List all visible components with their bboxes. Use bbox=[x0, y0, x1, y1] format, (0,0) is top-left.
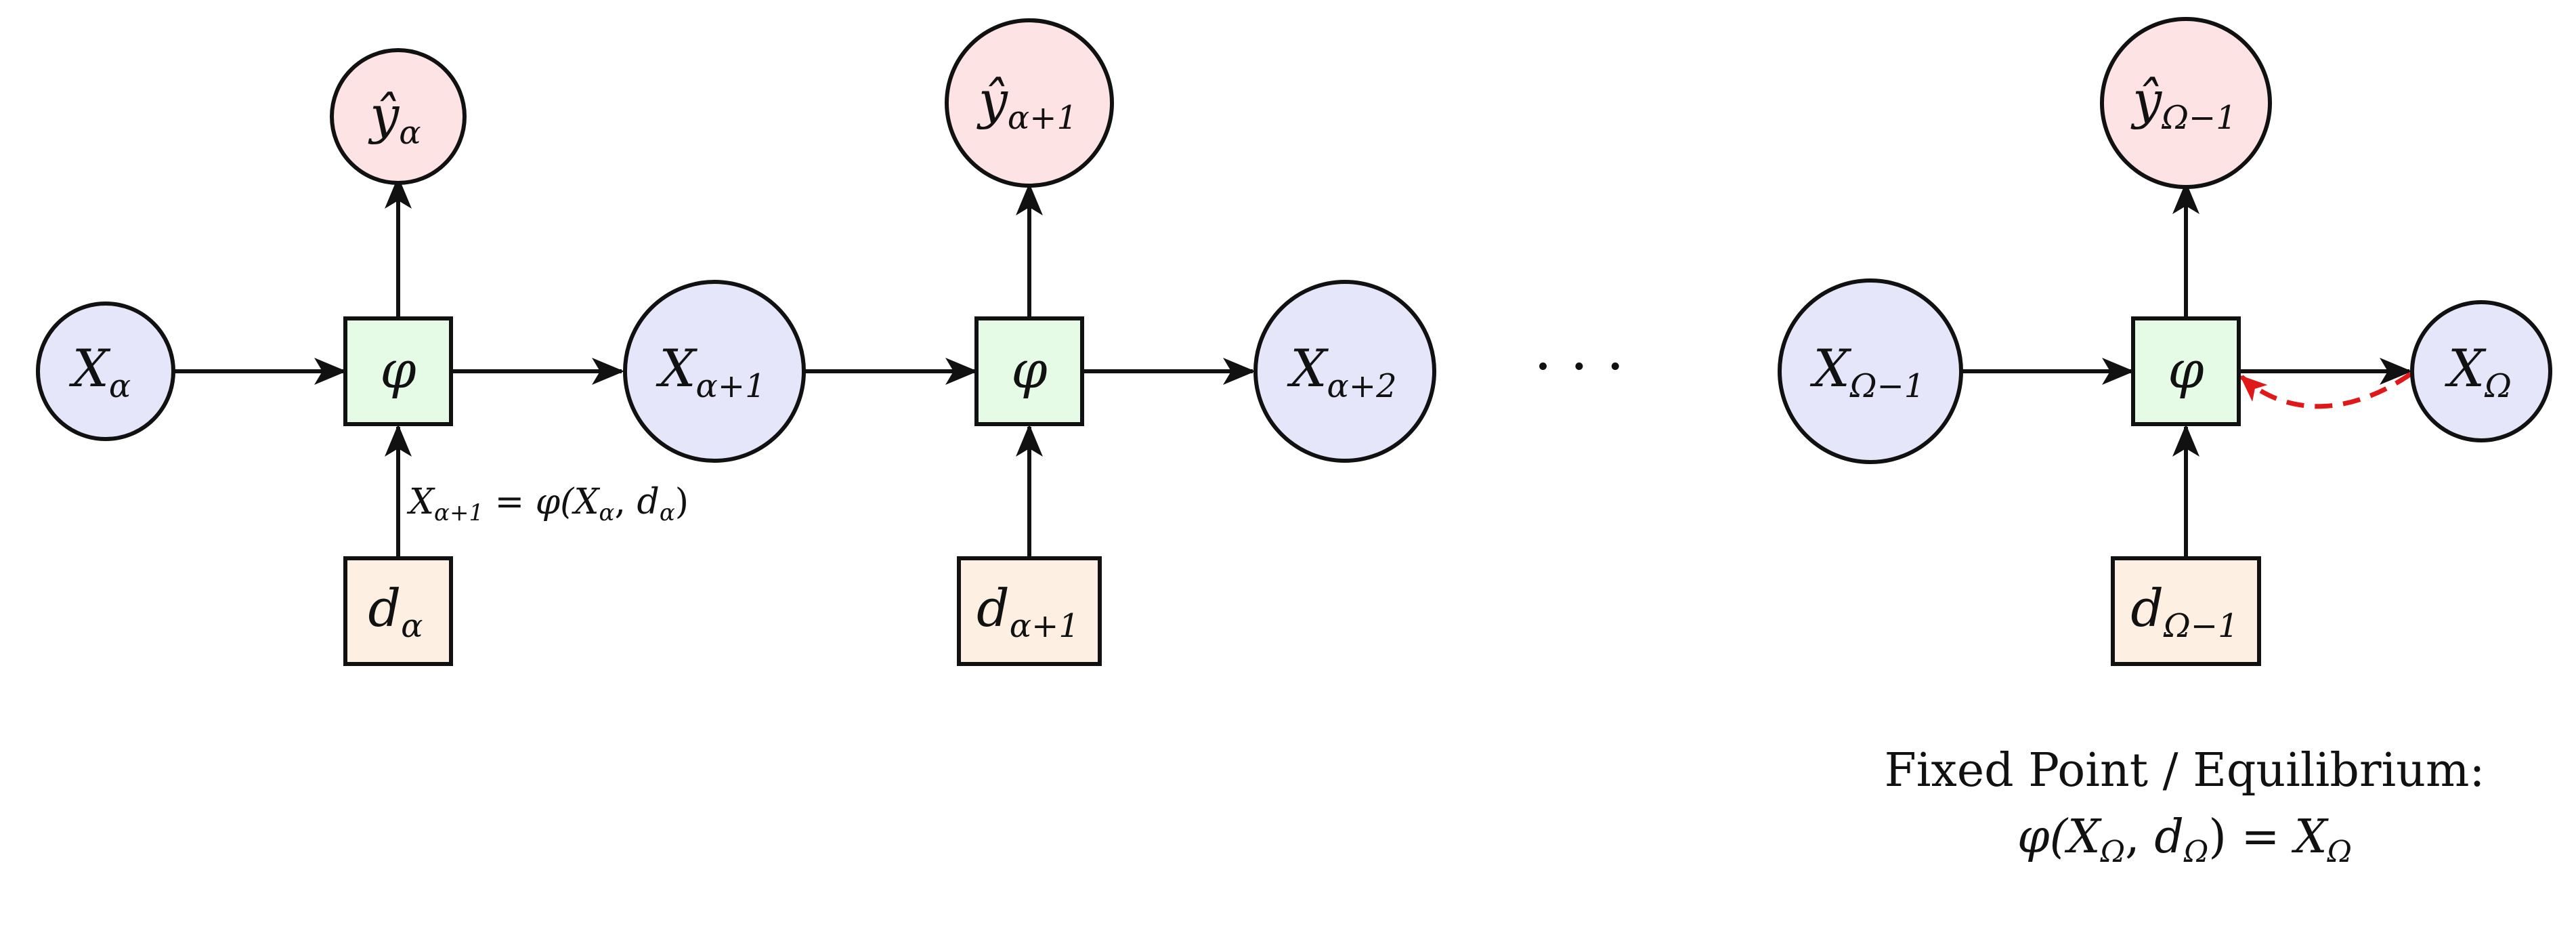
label-base: X bbox=[656, 338, 697, 398]
fixed-point-equation: φ(XΩ, dΩ) = XΩ bbox=[2017, 810, 2352, 869]
label-sub: α+1 bbox=[1008, 99, 1077, 137]
label-sub: α+2 bbox=[1327, 367, 1396, 405]
edges bbox=[173, 176, 2412, 557]
svg-text:XΩ: XΩ bbox=[2445, 338, 2512, 405]
label-base: ŷ bbox=[2130, 70, 2162, 130]
state-node-x-alpha: Xα bbox=[36, 302, 175, 441]
phi-label: φ bbox=[2168, 339, 2204, 400]
label-base: d bbox=[976, 578, 1010, 638]
label-base: X bbox=[69, 338, 111, 398]
label-base: X bbox=[2445, 338, 2487, 398]
label-sub: Ω−1 bbox=[2163, 607, 2239, 645]
label-sub: α+1 bbox=[1010, 607, 1079, 645]
svg-text:Xα+2: Xα+2 bbox=[1287, 338, 1396, 405]
update-rule-label: Xα+1 = φ(Xα, dα) bbox=[406, 482, 689, 526]
input-box-d-alpha-plus-1: dα+1 bbox=[957, 556, 1102, 666]
svg-text:Xα: Xα bbox=[69, 338, 131, 405]
fixed-point-title: Fixed Point / Equilibrium: bbox=[1885, 744, 2485, 797]
svg-text:dα+1: dα+1 bbox=[976, 578, 1079, 645]
output-node-y-alpha-plus-1: ŷα+1 bbox=[945, 18, 1114, 188]
label-base: d bbox=[2130, 578, 2164, 638]
svg-text:XΩ−1: XΩ−1 bbox=[1810, 338, 1925, 405]
label-sub: Ω−1 bbox=[2161, 99, 2237, 137]
phi-box-1: φ bbox=[343, 316, 453, 426]
label-sub: Ω−1 bbox=[1849, 367, 1925, 405]
state-node-x-alpha-plus-1: Xα+1 bbox=[623, 280, 806, 463]
svg-text:dΩ−1: dΩ−1 bbox=[2130, 578, 2238, 645]
svg-text:dα: dα bbox=[368, 578, 423, 645]
state-node-x-alpha-plus-2: Xα+2 bbox=[1253, 280, 1436, 463]
edge-feedback-xomega-phi3 bbox=[2239, 372, 2412, 409]
label-sub: α bbox=[401, 607, 423, 645]
svg-text:Xα+1: Xα+1 bbox=[656, 338, 765, 405]
label-sub: α+1 bbox=[695, 367, 765, 405]
label-base: d bbox=[368, 578, 401, 638]
label-base: X bbox=[1810, 338, 1852, 398]
phi-label: φ bbox=[1011, 339, 1047, 400]
label-base: X bbox=[1287, 338, 1329, 398]
state-node-x-omega: XΩ bbox=[2410, 300, 2552, 442]
state-node-x-omega-minus-1: XΩ−1 bbox=[1778, 278, 1963, 464]
label-base: ŷ bbox=[976, 70, 1008, 130]
output-node-y-omega-minus-1: ŷΩ−1 bbox=[2100, 17, 2272, 189]
svg-text:ŷΩ−1: ŷΩ−1 bbox=[2130, 70, 2237, 137]
label-base: ŷ bbox=[368, 85, 400, 145]
phi-box-2: φ bbox=[974, 316, 1084, 426]
label-sub: Ω bbox=[2484, 367, 2512, 405]
phi-box-3: φ bbox=[2131, 316, 2241, 426]
label-sub: α bbox=[399, 114, 421, 152]
output-node-y-alpha: ŷα bbox=[330, 48, 467, 185]
phi-label: φ bbox=[380, 339, 416, 400]
label-sub: α bbox=[109, 367, 131, 405]
ellipsis: · · · bbox=[1534, 333, 1625, 400]
svg-text:ŷα: ŷα bbox=[368, 85, 421, 152]
svg-text:ŷα+1: ŷα+1 bbox=[976, 70, 1077, 137]
input-box-d-alpha: dα bbox=[343, 556, 453, 666]
input-box-d-omega-minus-1: dΩ−1 bbox=[2111, 556, 2261, 666]
